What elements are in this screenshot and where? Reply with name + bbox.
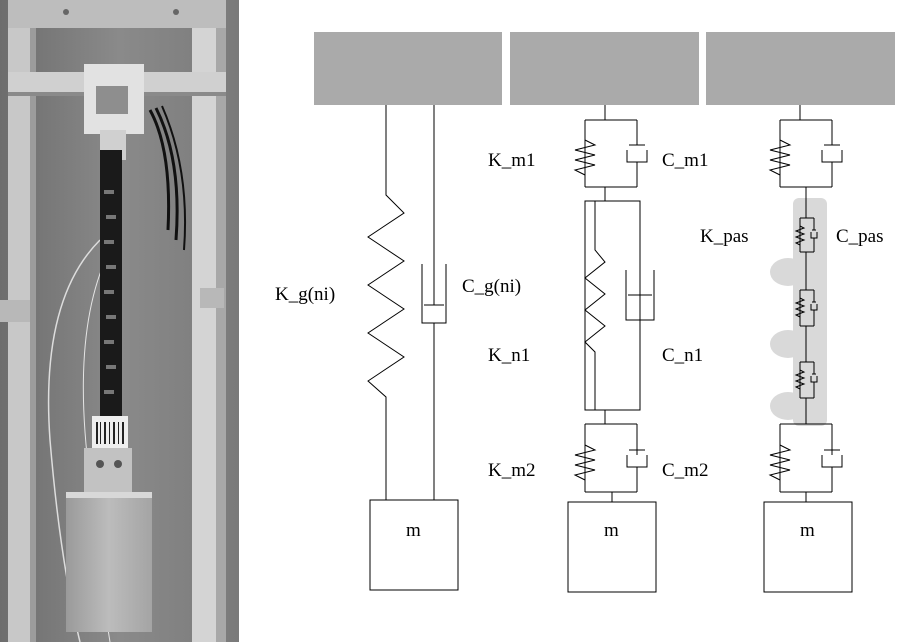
- label-c-m1: C_m1: [662, 150, 708, 171]
- spring-bottom-3: [768, 444, 792, 481]
- label-k-m1: K_m1: [488, 150, 536, 171]
- label-k-pas: K_pas: [700, 226, 749, 247]
- damper-c-m2: [626, 449, 648, 492]
- pas-unit-3: [794, 361, 818, 424]
- shaded-region: [770, 198, 827, 426]
- damper-top-3: [821, 144, 843, 187]
- support-block-1: [314, 32, 502, 105]
- label-c-m2: C_m2: [662, 460, 708, 481]
- damper-c-n1: [625, 201, 655, 410]
- spring-top-3: [768, 139, 792, 176]
- label-c-n1: C_n1: [662, 345, 703, 366]
- mass-box-3: [763, 501, 853, 593]
- damper-c-m1: [626, 144, 648, 187]
- spring-k-n1: [584, 201, 606, 410]
- mass-box-2: [567, 501, 657, 593]
- label-k-m2: K_m2: [488, 460, 536, 481]
- pas-unit-2: [794, 289, 818, 362]
- pas-unit-1: [794, 217, 818, 290]
- spring-k-g: [367, 105, 405, 500]
- label-mass-2: m: [604, 520, 619, 541]
- label-k-g: K_g(ni): [275, 284, 335, 305]
- label-k-n1: K_n1: [488, 345, 530, 366]
- model-3: [763, 105, 853, 593]
- spring-k-m2: [573, 444, 597, 481]
- spring-k-m1: [573, 139, 597, 176]
- mass-box-1: [369, 499, 459, 591]
- label-c-pas: C_pas: [836, 226, 884, 247]
- support-block-3: [706, 32, 895, 105]
- label-mass-1: m: [406, 520, 421, 541]
- label-c-g: C_g(ni): [462, 276, 521, 297]
- damper-bottom-3: [821, 449, 843, 492]
- damper-c-g: [421, 105, 447, 500]
- test-rig-photo: [0, 0, 239, 642]
- support-block-2: [510, 32, 699, 105]
- model-1: [367, 105, 459, 591]
- model-2: [567, 105, 657, 593]
- label-mass-3: m: [800, 520, 815, 541]
